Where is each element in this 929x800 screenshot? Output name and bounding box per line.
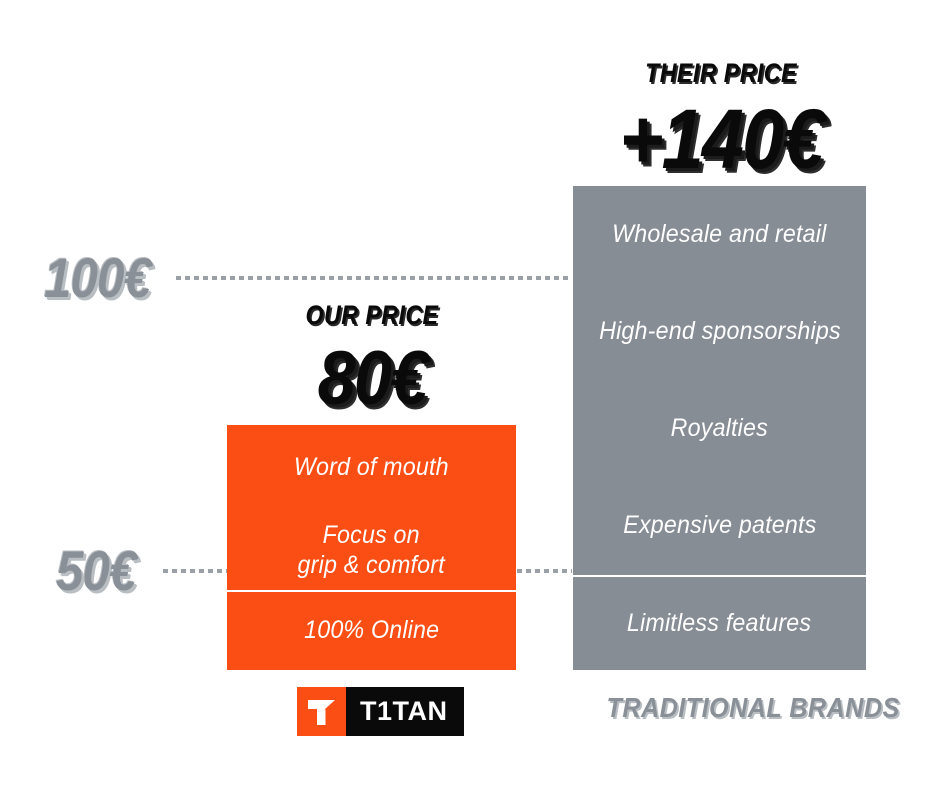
axis-label-100: 100€ <box>44 246 151 309</box>
traditional-brands-section: Expensive patents <box>573 477 866 575</box>
feature-label: Royalties <box>670 413 769 442</box>
traditional-brands-section: Wholesale and retail <box>573 186 866 283</box>
traditional-brands-section: Limitless features <box>573 575 866 670</box>
feature-label: 100% Online <box>303 616 440 645</box>
feature-label: Word of mouth <box>294 453 449 482</box>
feature-label: High-end sponsorships <box>598 316 841 345</box>
our-price-callout: OUR PRICE 80€ <box>228 300 516 422</box>
our-price-amount: 80€ <box>317 336 429 421</box>
reference-line-100 <box>176 276 571 280</box>
feature-label: Focus on grip & comfort <box>297 521 446 579</box>
reference-line-50-right <box>517 569 572 573</box>
titan-logo: T1TAN <box>297 687 464 736</box>
titan-t-icon <box>297 687 346 736</box>
titan-bar: Word of mouth Focus on grip & comfort 10… <box>227 425 516 670</box>
traditional-brands-section: High-end sponsorships <box>573 283 866 380</box>
their-price-amount: +140€ <box>619 92 824 186</box>
their-price-callout: THEIR PRICE +140€ <box>576 58 866 188</box>
their-price-title: THEIR PRICE <box>645 58 797 88</box>
titan-section: Word of mouth <box>227 425 516 511</box>
titan-section: 100% Online <box>227 590 516 670</box>
traditional-brands-label: TRADITIONAL BRANDS <box>606 692 900 723</box>
our-price-title: OUR PRICE <box>305 300 439 330</box>
feature-label: Wholesale and retail <box>612 219 827 248</box>
axis-label-50: 50€ <box>56 539 136 602</box>
feature-label: Limitless features <box>627 608 812 637</box>
traditional-brands-bar: Wholesale and retail High-end sponsorshi… <box>573 186 866 670</box>
feature-label: Expensive patents <box>622 511 817 540</box>
titan-section: Focus on grip & comfort <box>227 511 516 590</box>
reference-line-50-left <box>163 569 227 573</box>
traditional-brands-section: Royalties <box>573 380 866 477</box>
titan-wordmark: T1TAN <box>346 687 464 736</box>
